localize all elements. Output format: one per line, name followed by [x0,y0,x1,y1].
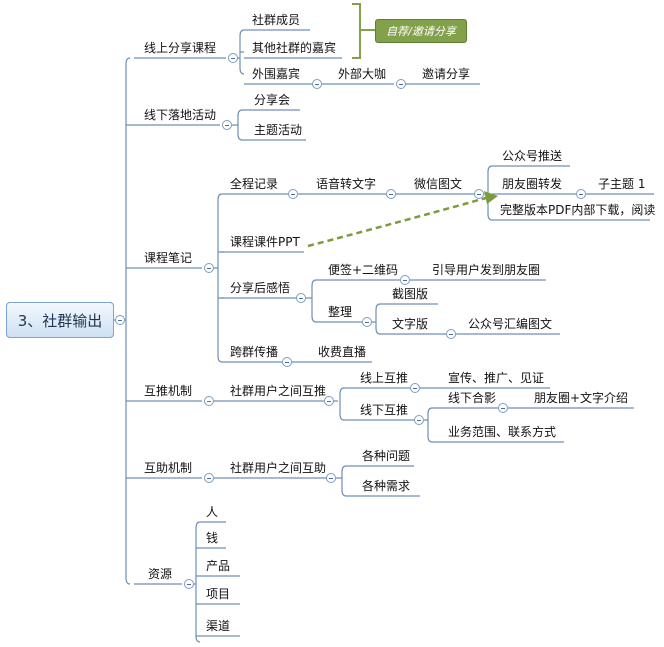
node-share-meeting[interactable]: 分享会 [254,93,291,107]
node-guide-moments[interactable]: 引导用户发到朋友圈 [432,263,541,277]
collapse-offline-activity[interactable] [222,120,232,130]
node-questions[interactable]: 各种问题 [362,449,411,463]
node-offline-photo[interactable]: 线下合影 [448,391,497,405]
node-wechat-article[interactable]: 微信图文 [414,177,463,191]
dashed-arrow [307,196,487,248]
node-screenshot-version[interactable]: 截图版 [392,287,429,301]
collapse-text-version[interactable] [446,329,456,339]
collapse-mutual-help[interactable] [204,473,214,483]
collapse-external-expert[interactable] [396,79,406,89]
collapse-organize[interactable] [362,317,372,327]
node-money[interactable]: 钱 [206,531,219,545]
node-cross-group[interactable]: 跨群传播 [230,345,279,359]
collapse-external-guest[interactable] [312,79,322,89]
node-organize[interactable]: 整理 [328,305,353,319]
collapse-speech[interactable] [386,189,396,199]
node-official-compile[interactable]: 公众号汇编图文 [468,317,553,331]
node-external-guest[interactable]: 外围嘉宾 [252,67,301,81]
node-resources[interactable]: 资源 [148,567,173,581]
node-official-push[interactable]: 公众号推送 [502,149,563,163]
node-theme-activity[interactable]: 主题活动 [254,123,303,137]
node-mutual-push[interactable]: 互推机制 [144,384,193,398]
collapse-cross-group[interactable] [282,357,292,367]
node-needs[interactable]: 各种需求 [362,479,411,493]
node-course-ppt[interactable]: 课程课件PPT [230,235,300,249]
collapse-root[interactable] [115,315,125,325]
collapse-online-course[interactable] [228,53,238,63]
node-members[interactable]: 社群成员 [252,13,301,27]
collapse-offline-push[interactable] [414,415,424,425]
node-note-qr[interactable]: 便签+二维码 [328,263,399,277]
collapse-resources[interactable] [184,579,194,589]
node-promo[interactable]: 宣传、推广、见证 [448,371,545,385]
node-user-mutual-push[interactable]: 社群用户之间互推 [230,384,327,398]
node-business-contact[interactable]: 业务范围、联系方式 [448,425,557,439]
node-paid-live[interactable]: 收费直播 [318,345,367,359]
node-moments-share[interactable]: 朋友圈转发 [502,177,563,191]
collapse-user-push[interactable] [324,396,334,406]
root-node[interactable]: 3、社群输出 [6,302,114,338]
callout-bracket [352,3,376,59]
collapse-note-qr[interactable] [400,275,410,285]
collapse-user-help[interactable] [326,473,336,483]
node-sub-topic[interactable]: 子主题 1 [598,177,646,191]
node-invite-share[interactable]: 邀请分享 [422,67,471,81]
collapse-mutual-push[interactable] [204,396,214,406]
node-full-record[interactable]: 全程记录 [230,177,279,191]
node-online-course[interactable]: 线上分享课程 [144,41,217,55]
node-product[interactable]: 产品 [206,559,231,573]
node-mutual-help[interactable]: 互助机制 [144,461,193,475]
callout-label: 自荐/邀请分享 [375,19,467,43]
collapse-online-push[interactable] [410,383,420,393]
arrowhead-icon [484,191,498,204]
node-offline-push[interactable]: 线下互推 [360,403,409,417]
node-user-mutual-help[interactable]: 社群用户之间互助 [230,461,327,475]
node-other-guests[interactable]: 其他社群的嘉宾 [252,41,337,55]
node-people[interactable]: 人 [206,505,219,519]
node-speech-to-text[interactable]: 语音转文字 [316,177,377,191]
node-moments-text[interactable]: 朋友圈+文字介绍 [534,391,629,405]
node-project[interactable]: 项目 [206,587,231,601]
collapse-course-notes[interactable] [204,263,214,273]
node-pdf-download[interactable]: 完整版本PDF内部下载，阅读 [500,203,656,217]
node-post-share-thoughts[interactable]: 分享后感悟 [230,281,291,295]
node-online-push[interactable]: 线上互推 [360,371,409,385]
node-channel[interactable]: 渠道 [206,619,231,633]
collapse-full-record[interactable] [288,189,298,199]
collapse-moments[interactable] [576,189,586,199]
node-external-expert[interactable]: 外部大咖 [338,67,387,81]
collapse-wechat[interactable] [474,189,484,199]
node-course-notes[interactable]: 课程笔记 [144,251,193,265]
node-text-version[interactable]: 文字版 [392,317,429,331]
collapse-thoughts[interactable] [296,293,306,303]
node-offline-activity[interactable]: 线下落地活动 [144,108,217,122]
collapse-offline-photo[interactable] [498,403,508,413]
